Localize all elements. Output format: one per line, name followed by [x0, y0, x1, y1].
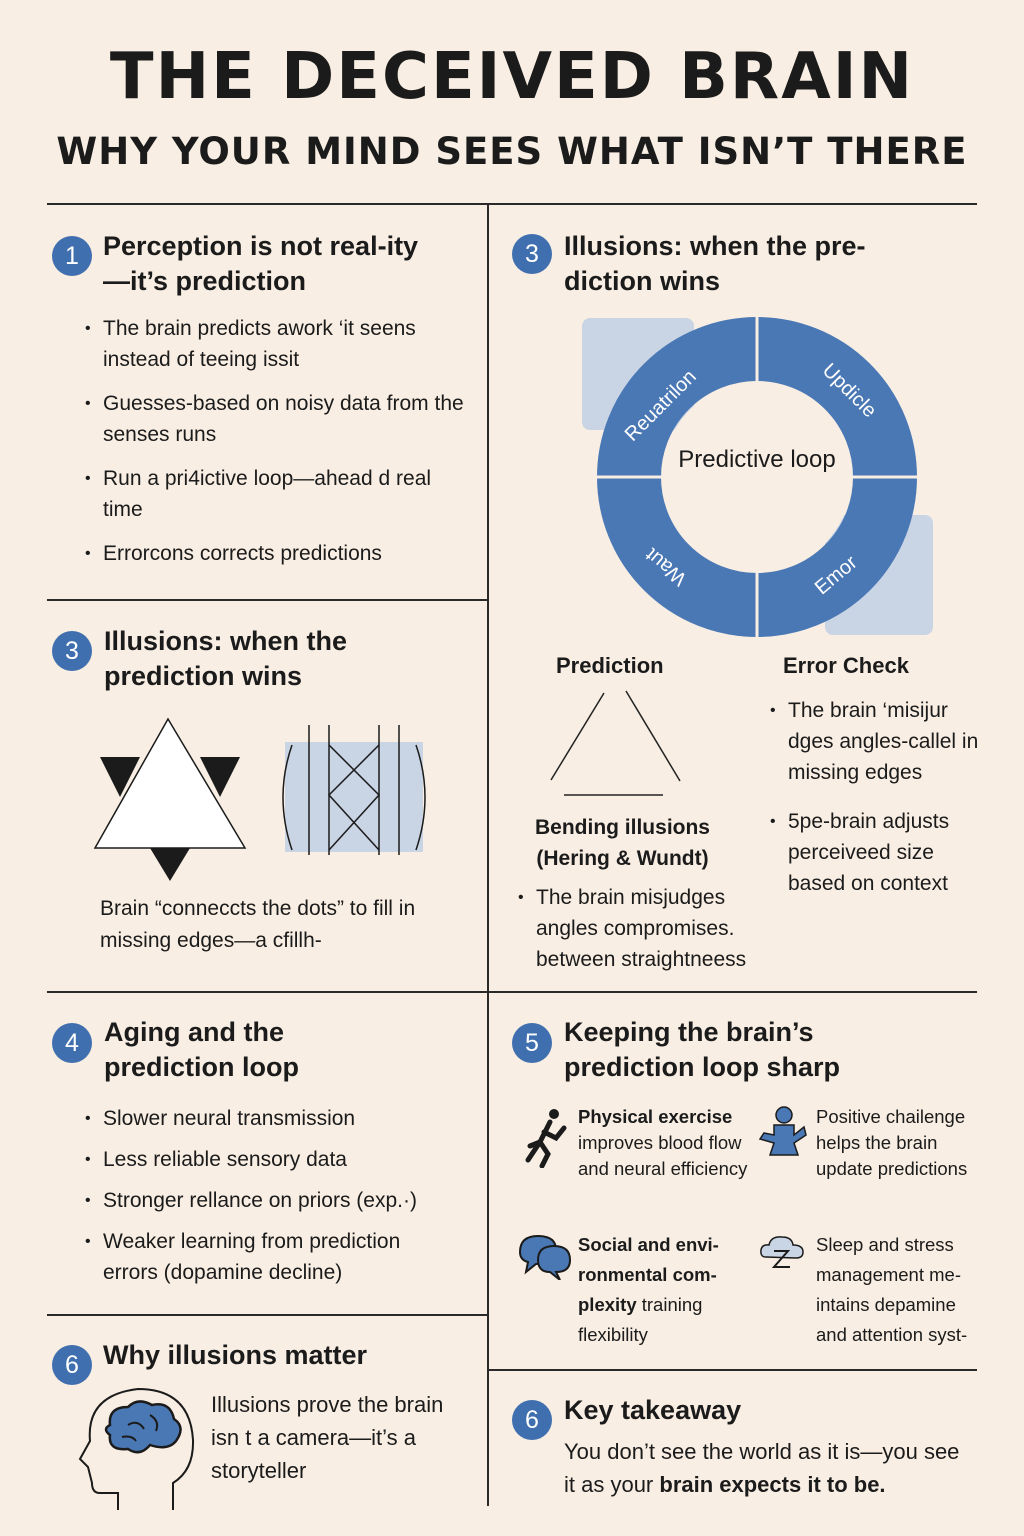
tip-sleep-stress: Sleep and stress management me-intains d… — [816, 1230, 991, 1350]
tip-positive-challenge: Positive chailenge helps the brain updat… — [816, 1104, 991, 1182]
section-heading: Aging and the prediction loop — [104, 1017, 299, 1082]
section-number-badge: 6 — [52, 1345, 92, 1385]
tip-text: improves blood flow and neural efficienc… — [578, 1132, 748, 1179]
climbing-person-icon — [758, 1106, 807, 1156]
tip-text: helps the brain update predictions — [816, 1132, 968, 1179]
bending-bullets: The brain misjudges angles compromises. … — [518, 882, 758, 988]
tip-title: Physical exercise — [578, 1106, 733, 1127]
predictive-loop-diagram: Reuatrilon Updicle Emor Waut — [582, 317, 933, 637]
key-takeaway-text: You don’t see the world as it is—you see… — [564, 1435, 974, 1501]
section-heading: Perception is not real-ity—it’s predicti… — [103, 231, 419, 296]
loop-center — [662, 382, 852, 572]
sleep-cloud-icon — [760, 1236, 804, 1268]
bullet-item: Slower neural transmission — [85, 1103, 475, 1134]
speech-bubbles-icon — [518, 1234, 572, 1280]
bullet-item: Run a pri4ictive loop—ahead d real time — [85, 463, 470, 525]
hering-illusion-figure — [282, 725, 426, 855]
tip-physical-exercise: Physical exercise improves blood flow and… — [578, 1104, 750, 1182]
error-check-bullets: The brain ‘misijur dges angles-callel in… — [770, 695, 995, 912]
section4-bullets: Slower neural transmission Less reliable… — [85, 1103, 475, 1298]
divider — [487, 204, 489, 1506]
bullet-item: Stronger rellance on priors (exp.·) — [85, 1185, 475, 1216]
bullet-item: Guesses-based on noisy data from the sen… — [85, 388, 470, 450]
head-with-brain-icon — [78, 1387, 195, 1510]
takeaway-part: You don’t see the world as it is—you see… — [564, 1439, 960, 1497]
section1-bullets: The brain predicts awork ‘it seens inste… — [85, 313, 470, 582]
section-heading: Key takeaway — [564, 1395, 742, 1425]
tip-title: Social and envi-ronmental com-plexity — [578, 1234, 719, 1315]
bullet-item: Weaker learning from prediction errors (… — [85, 1226, 405, 1288]
divider — [47, 203, 977, 205]
section-number-badge: 3 — [52, 631, 92, 671]
bullet-item: Less reliable sensory data — [85, 1144, 475, 1175]
bending-illusions-title: Bending illusions (Hering & Wundt) — [534, 816, 710, 870]
divider — [47, 1314, 488, 1316]
loop-center-label: Predictive loop — [678, 446, 836, 473]
tip-title: Sleep and stress — [816, 1234, 954, 1255]
bullet-item: 5pe-brain adjusts perceiveed size based … — [770, 806, 995, 899]
section-number-badge: 5 — [512, 1023, 552, 1063]
section-number-badge: 6 — [512, 1400, 552, 1440]
section-heading: Illusions: when the prediction wins — [104, 626, 348, 691]
incomplete-triangle-icon — [550, 690, 681, 796]
bullet-item: Errorcons corrects predictions — [85, 538, 470, 569]
bullet-item: The brain misjudges angles compromises. … — [518, 882, 758, 975]
prediction-label: Prediction — [556, 653, 664, 678]
why-illusions-text: Illusions prove the brain isn t a camera… — [211, 1392, 444, 1483]
tip-social-complexity: Social and envi-ronmental com-plexity tr… — [578, 1230, 748, 1350]
page-subtitle: WHY YOUR MIND SEES WHAT ISN’T THERE — [56, 130, 968, 173]
tip-text: management me-intains depamine and atten… — [816, 1264, 968, 1345]
error-check-label: Error Check — [783, 653, 909, 678]
tip-title: Positive chailenge — [816, 1106, 966, 1127]
page-title: THE DECEIVED BRAIN — [109, 40, 915, 114]
kanizsa-triangle-illusion — [93, 717, 247, 881]
running-person-icon — [525, 1109, 567, 1168]
section-heading: Why illusions matter — [103, 1340, 368, 1370]
section-number-badge: 1 — [52, 236, 92, 276]
section-heading: Illusions: when the pre-diction wins — [564, 231, 866, 296]
divider — [488, 1369, 977, 1371]
section-heading: Keeping the brain’s prediction loop shar… — [564, 1017, 841, 1082]
bullet-item: The brain ‘misijur dges angles-callel in… — [770, 695, 995, 788]
section-number-badge: 3 — [512, 234, 552, 274]
illusion-caption: Brain “conneccts the dots” to fill in mi… — [100, 897, 416, 952]
bullet-item: The brain predicts awork ‘it seens inste… — [85, 313, 470, 375]
divider — [47, 599, 488, 601]
divider — [47, 991, 977, 993]
tip-text: training flexibility — [578, 1294, 703, 1345]
takeaway-emphasis: brain expects it to be. — [659, 1472, 886, 1497]
section-number-badge: 4 — [52, 1023, 92, 1063]
